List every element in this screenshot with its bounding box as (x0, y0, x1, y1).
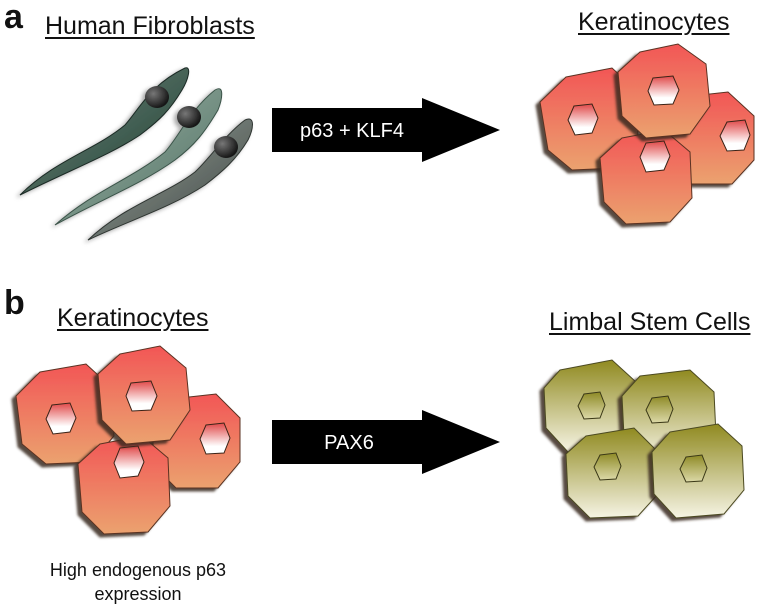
panel-b-left-label: Keratinocytes (57, 304, 209, 332)
keratinocyte-cell (539, 67, 639, 171)
panel-b-right-label: Limbal Stem Cells (549, 308, 751, 336)
limbal-stem-cell-cluster (543, 359, 745, 519)
fibroblast-nucleus-3 (214, 136, 238, 158)
panel-b-note: High endogenous p63 expression (18, 558, 258, 606)
keratinocyte-nucleus (647, 75, 680, 106)
limbal-stem-cell-nucleus (577, 391, 606, 420)
panel-a-left-label: Human Fibroblasts (45, 12, 255, 40)
keratinocyte-nucleus (113, 445, 145, 479)
keratinocyte-nucleus (719, 119, 751, 152)
arrow-b-shape (272, 410, 500, 474)
keratinocyte-nucleus (567, 103, 599, 136)
fibroblast-cell-2 (54, 88, 223, 226)
panel-a-letter: a (4, 0, 23, 36)
panel-b-note-line1: High endogenous p63 (49, 560, 227, 580)
keratinocyte-cell (97, 345, 191, 445)
limbal-stem-cell-nucleus (645, 395, 674, 424)
panel-a-right-label: Keratinocytes (578, 8, 730, 36)
keratinocyte-nucleus (639, 140, 671, 173)
keratinocyte-nucleus (125, 380, 158, 412)
keratinocyte-nucleus (45, 402, 77, 435)
panel-b-letter: b (4, 284, 25, 322)
limbal-stem-cell-nucleus (593, 452, 622, 481)
panel-b-note-line2: expression (94, 584, 182, 604)
keratinocyte-cluster-b (15, 345, 241, 535)
arrow-a: p63 + KLF4 (272, 98, 500, 162)
arrow-a-label: p63 + KLF4 (300, 120, 404, 142)
keratinocyte-nucleus (199, 422, 231, 455)
fibroblast-cell-1 (19, 67, 190, 196)
arrow-b: PAX6 (272, 410, 500, 474)
fibroblast-cell-3 (87, 118, 253, 241)
arrow-b-label: PAX6 (324, 432, 374, 454)
fibroblast-nucleus-2 (177, 106, 201, 128)
keratinocyte-cluster-a (539, 43, 755, 225)
keratinocyte-cell (15, 363, 115, 465)
limbal-stem-cell (543, 359, 641, 453)
keratinocyte-cell (599, 129, 693, 225)
limbal-stem-cell-nucleus (679, 454, 708, 483)
limbal-stem-cell (565, 427, 659, 519)
limbal-stem-cell (651, 423, 745, 519)
keratinocyte-cell (617, 43, 711, 139)
arrow-a-shape (272, 98, 500, 162)
fibroblast-nucleus-1 (145, 86, 169, 108)
keratinocyte-cell (77, 435, 171, 535)
fibroblast-cells (19, 67, 253, 241)
